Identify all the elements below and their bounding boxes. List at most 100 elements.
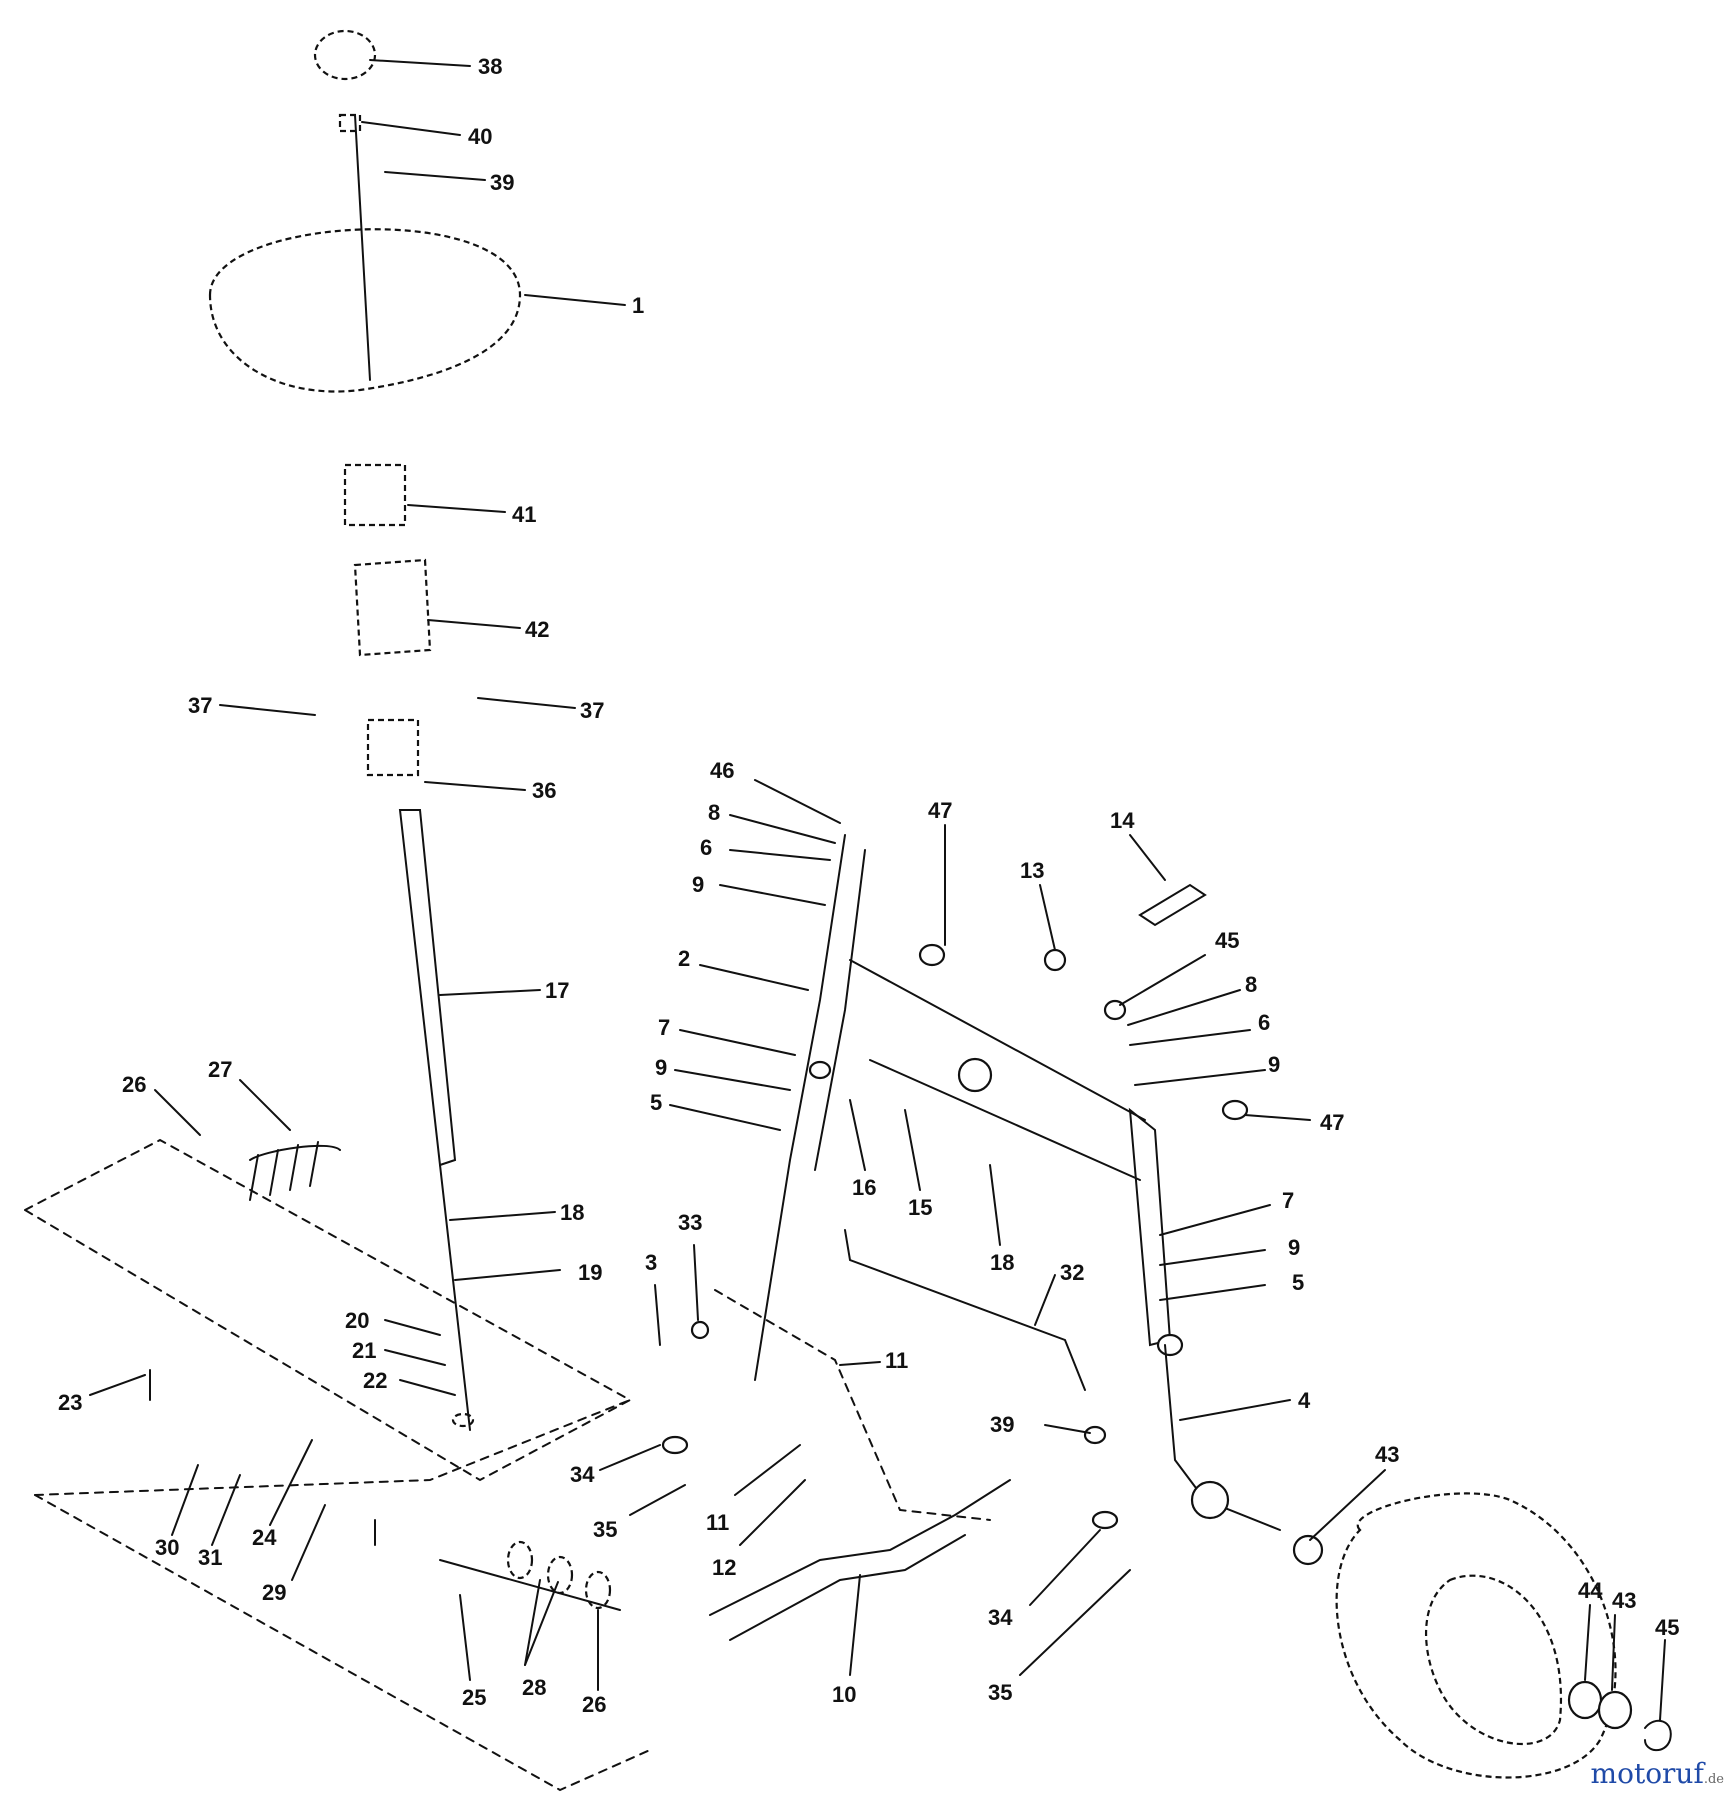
callout-41: 41 (512, 502, 536, 527)
bushing-part (366, 718, 420, 777)
leader-9-right-top (1134, 1069, 1266, 1086)
leader-11-top (839, 1361, 881, 1366)
steering-shaft-lower (439, 1164, 471, 1431)
leader-3 (654, 1284, 661, 1346)
pivot-axle-line (439, 1559, 621, 1611)
callout-29: 29 (262, 1580, 286, 1605)
leader-12 (739, 1479, 806, 1546)
leader-27 (239, 1079, 291, 1131)
callout-43-inner: 43 (1375, 1442, 1399, 1467)
leader-34-right (1029, 1529, 1101, 1606)
washer-43-inner (1292, 1534, 1324, 1566)
callout-35-right: 35 (988, 1680, 1012, 1705)
watermark-brand-main: motoruf (1590, 1757, 1704, 1790)
leader-21 (384, 1349, 446, 1366)
leader-23 (89, 1374, 146, 1396)
callout-43-outer: 43 (1612, 1588, 1636, 1613)
callout-18-left: 18 (560, 1200, 584, 1225)
leader-5-right (1159, 1284, 1266, 1301)
callout-labels: 38 40 39 1 41 42 37 37 36 17 27 26 18 19… (58, 54, 1679, 1717)
leader-17 (439, 989, 541, 996)
leader-6-right (1129, 1029, 1251, 1046)
grease-fitting-47-right (1221, 1099, 1249, 1121)
bolt-34-right (1091, 1510, 1119, 1530)
fastener-39-mid (1083, 1425, 1107, 1445)
fastener-33 (690, 1320, 710, 1340)
leader-6-left (729, 849, 831, 861)
callout-37-left: 37 (188, 693, 212, 718)
callout-8-left: 8 (708, 800, 720, 825)
tire-part (1335, 1492, 1617, 1779)
front-wheel-assembly (1292, 1492, 1672, 1779)
upper-frame-plate (22, 1138, 633, 1482)
callout-6-right: 6 (1258, 1010, 1270, 1035)
callout-46-left: 46 (710, 758, 734, 783)
spring-14 (1138, 883, 1207, 927)
callout-8-right: 8 (1245, 972, 1257, 997)
leader-29 (291, 1504, 326, 1581)
callout-7-left: 7 (658, 1015, 670, 1040)
drag-link-32 (844, 1229, 1086, 1391)
leader-34-left (599, 1444, 661, 1471)
callout-35-left: 35 (593, 1517, 617, 1542)
callout-9-left-top: 9 (692, 872, 704, 897)
callout-45-clip: 45 (1655, 1615, 1679, 1640)
steering-cap-part (313, 29, 377, 81)
callout-39: 39 (490, 170, 514, 195)
callout-39-mid: 39 (990, 1412, 1014, 1437)
callout-37-right: 37 (580, 698, 604, 723)
nut-part (338, 113, 362, 133)
leader-15 (904, 1109, 921, 1191)
leader-14 (1129, 834, 1166, 881)
shaft-end-part (451, 1412, 475, 1428)
steering-shaft-top (354, 114, 371, 381)
callout-3: 3 (645, 1250, 657, 1275)
callout-1: 1 (632, 293, 644, 318)
leader-33 (693, 1244, 699, 1321)
callout-11-top: 11 (885, 1348, 908, 1373)
leader-47-right (1244, 1114, 1311, 1121)
leader-38 (369, 59, 471, 67)
callout-9-right-top: 9 (1268, 1052, 1280, 1077)
grease-fitting-47-left (918, 943, 946, 967)
adapter-part (343, 463, 407, 527)
callout-33: 33 (678, 1210, 702, 1235)
callout-17: 17 (545, 978, 569, 1003)
callout-27: 27 (208, 1057, 232, 1082)
callout-15: 15 (908, 1195, 932, 1220)
watermark-brand-tld: .de (1703, 1772, 1724, 1787)
leader-32 (1034, 1274, 1056, 1326)
callout-6-left: 6 (700, 835, 712, 860)
leader-36 (424, 781, 526, 791)
callout-16: 16 (852, 1175, 876, 1200)
bushing-9-left (808, 1060, 832, 1080)
washer-43-outer (1597, 1690, 1633, 1730)
bolt-34-left (661, 1435, 689, 1455)
leader-26-left (154, 1089, 201, 1136)
left-spindle (754, 834, 946, 1381)
leader-30 (171, 1464, 199, 1536)
center-bracket-dashed (714, 1289, 991, 1521)
axle-beam (849, 959, 1146, 1181)
callout-19: 19 (578, 1260, 602, 1285)
leader-43-outer (1611, 1614, 1616, 1691)
tie-rod-10 (709, 1479, 1011, 1616)
leader-35-right (1019, 1569, 1131, 1676)
callout-47-left: 47 (928, 798, 952, 823)
callout-44: 44 (1578, 1578, 1603, 1603)
leader-41 (407, 504, 506, 513)
callout-34-right: 34 (988, 1605, 1013, 1630)
leader-18-left (449, 1211, 556, 1221)
washer-44 (1567, 1680, 1603, 1720)
callout-42: 42 (525, 617, 549, 642)
leader-31 (211, 1474, 241, 1546)
spindle-boss (1190, 1480, 1230, 1520)
front-axle (849, 883, 1207, 1181)
leader-4 (1179, 1399, 1291, 1421)
callout-31: 31 (198, 1545, 222, 1570)
leader-44 (1584, 1604, 1591, 1681)
steering-column-assembly (208, 29, 522, 1431)
leader-16 (849, 1099, 866, 1171)
leader-37-left (219, 704, 316, 716)
